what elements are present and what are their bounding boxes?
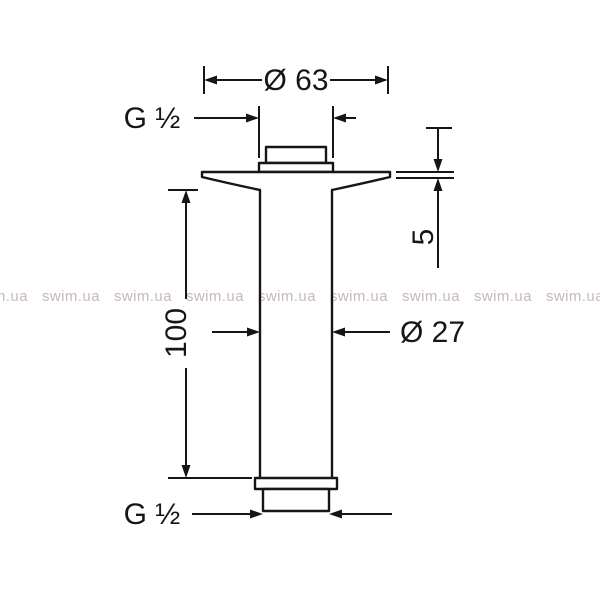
watermark-text: swim.ua bbox=[114, 288, 172, 305]
watermark-text: swim.ua bbox=[546, 288, 600, 305]
dim-pipe-diameter: Ø 27 bbox=[212, 316, 465, 349]
arrowhead-left bbox=[329, 509, 342, 519]
ceiling-flange bbox=[200, 170, 392, 192]
arrowhead-right bbox=[246, 113, 259, 123]
watermark-text: swim.ua bbox=[330, 288, 388, 305]
pipe-diameter-label: Ø 27 bbox=[400, 316, 465, 349]
bottom-thread-label: G ½ bbox=[124, 498, 181, 531]
top-thread-cap bbox=[264, 145, 328, 165]
watermark-text: swim.ua bbox=[258, 288, 316, 305]
arm-length-label: 100 bbox=[160, 308, 193, 358]
arrowhead-right bbox=[375, 75, 388, 85]
fixture-outline bbox=[200, 145, 392, 513]
watermark-text: swim.ua bbox=[402, 288, 460, 305]
watermark-text: swim.ua bbox=[186, 288, 244, 305]
arrowhead-left bbox=[332, 327, 345, 337]
dim-flange-height: 5 bbox=[396, 127, 454, 268]
top-thread-label: G ½ bbox=[124, 102, 181, 135]
dim-flange-diameter: Ø 63 bbox=[203, 64, 389, 97]
watermark-text: swim.ua bbox=[42, 288, 100, 305]
bottom-thread bbox=[261, 487, 331, 513]
flange-height-label: 5 bbox=[407, 229, 440, 246]
watermark-row: swim.ua swim.ua swim.ua swim.ua swim.ua … bbox=[0, 288, 600, 305]
flange-diameter-label: Ø 63 bbox=[263, 64, 328, 97]
dim-arm-length: 100 bbox=[160, 189, 252, 479]
dim-bottom-thread: G ½ bbox=[124, 498, 392, 531]
watermark-text: swim.ua bbox=[0, 288, 28, 305]
arrowhead-right bbox=[247, 327, 260, 337]
arrowhead-down bbox=[181, 465, 191, 478]
bottom-collar bbox=[253, 476, 339, 491]
arrowhead-up bbox=[181, 190, 191, 203]
arrowhead-left bbox=[204, 75, 217, 85]
arrowhead-right bbox=[250, 509, 263, 519]
arrowhead-left bbox=[333, 113, 346, 123]
arrowhead-down bbox=[433, 159, 443, 172]
arrowhead-up bbox=[433, 178, 443, 191]
top-thread-rim bbox=[257, 161, 335, 174]
watermark-text: swim.ua bbox=[474, 288, 532, 305]
dim-top-thread: G ½ bbox=[124, 102, 356, 158]
